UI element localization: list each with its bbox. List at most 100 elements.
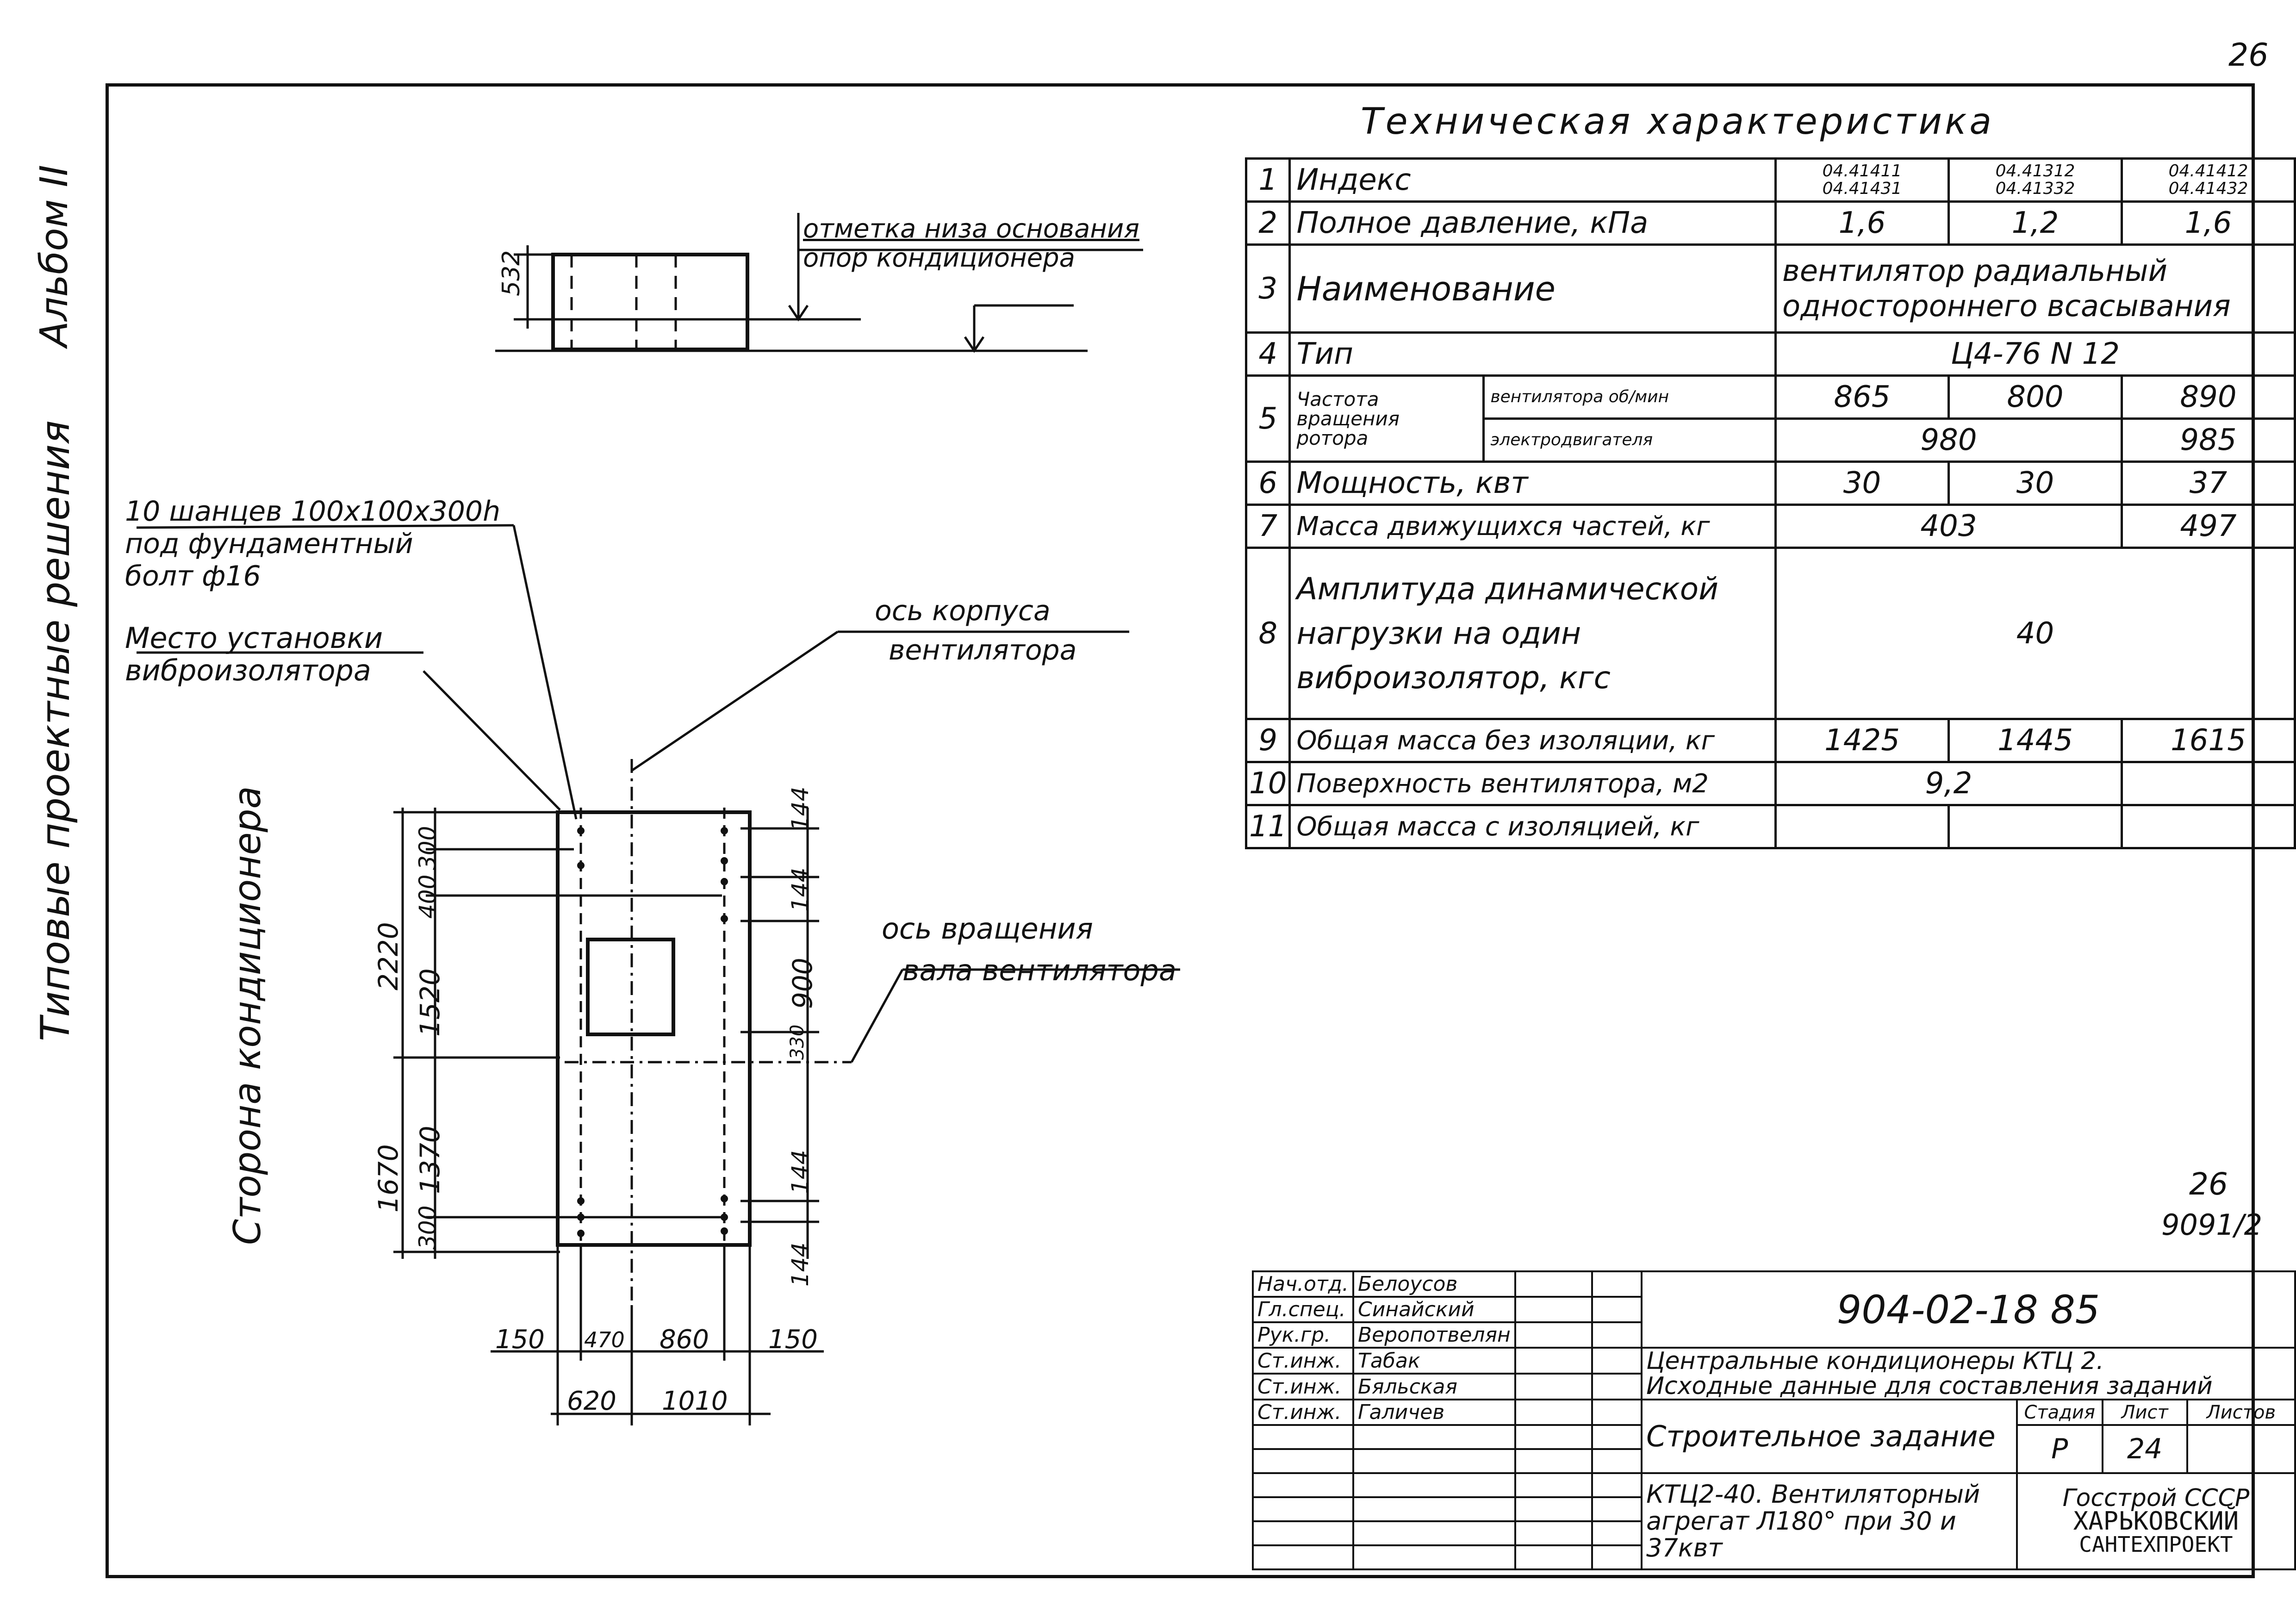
- spec-row-number: 7: [1244, 504, 1291, 549]
- axis-body-2: вентилятора: [889, 634, 1077, 666]
- spec-row-name: Частота вращения ротора: [1288, 374, 1485, 463]
- spec-row: 10 Поверхность вентилятора, м2 9,2: [1244, 761, 2296, 806]
- staff-name: Синайский: [1352, 1296, 1516, 1323]
- note-bolts-1: 10 шанцев 100x100x300h: [125, 495, 501, 528]
- staff-role: Рук.гр.: [1252, 1321, 1354, 1349]
- signature: [1514, 1373, 1593, 1400]
- staff-name: Галичев: [1352, 1399, 1516, 1426]
- drawing-name-2: агрегат Л180° при 30 и 37квт: [1646, 1506, 1956, 1562]
- spec-value: [2121, 761, 2296, 806]
- sheet-mark-1: 26: [2189, 1166, 2228, 1202]
- spec-row-name: Общая масса без изоляции, кг: [1288, 718, 1777, 763]
- spec-value: 04.41411 04.41431: [1774, 157, 1950, 203]
- spec-value: [2121, 804, 2296, 849]
- spec-row: 2 Полное давление, кПа 1,6 1,2 1,6: [1244, 200, 2296, 246]
- spec-value: 30: [1774, 460, 1950, 506]
- corner-sheet-number: 26: [2228, 37, 2269, 74]
- note-isolator-1: Место установки: [125, 621, 383, 655]
- signature: [1514, 1296, 1593, 1323]
- doc-title-2: Исходные данные для составления заданий: [1646, 1372, 2213, 1400]
- staff-role: Ст.инж.: [1252, 1399, 1354, 1426]
- drawing-name-1: КТЦ2-40. Вентиляторный: [1646, 1480, 1980, 1509]
- staff-name: Белоусов: [1352, 1270, 1516, 1298]
- spec-value: 37: [2121, 460, 2296, 506]
- dim-right: 900: [787, 958, 818, 1009]
- spec-value: 985: [2121, 417, 2296, 463]
- spec-value: 1425: [1774, 718, 1950, 763]
- spec-row-number: 1: [1244, 157, 1291, 203]
- spec-row-number: 3: [1244, 243, 1291, 334]
- organization-1: Госстрой СССР: [2062, 1484, 2250, 1512]
- sheet-mark-2: 9091/2: [2161, 1208, 2263, 1242]
- drawing-name: КТЦ2-40. Вентиляторный агрегат Л180° при…: [1641, 1472, 2018, 1570]
- staff-role: Ст.инж.: [1252, 1373, 1354, 1400]
- doc-title-1: Центральные кондиционеры КТЦ 2.: [1646, 1347, 2104, 1375]
- spec-row: 11 Общая масса с изоляцией, кг: [1244, 804, 2296, 849]
- dim-left: 2220: [373, 922, 404, 990]
- spec-value: 980: [1774, 417, 2123, 463]
- note-isolator-2: виброизолятора: [125, 653, 371, 687]
- spec-row: 8 Амплитуда динамической нагрузки на оди…: [1244, 547, 2296, 720]
- dim-left: 1670: [373, 1144, 404, 1213]
- dim-left: 300: [414, 1205, 441, 1250]
- dim-right: 144: [787, 1242, 814, 1287]
- spec-row-name: Мощность, квт: [1288, 460, 1777, 506]
- dim-bottom: 470: [584, 1327, 625, 1352]
- axis-rotation-2: вала вентилятора: [902, 953, 1176, 987]
- note-bolts-3: болт ф16: [125, 560, 261, 592]
- spec-merged-value: вентилятор радиальный одностороннего вса…: [1774, 243, 2296, 334]
- spec-merged-value: 40: [1774, 547, 2296, 720]
- spec-row-name: Полное давление, кПа: [1288, 200, 1777, 246]
- sheet-value: 24: [2101, 1424, 2188, 1474]
- section-name: Строительное задание: [1641, 1399, 2018, 1474]
- spec-value: 30: [1948, 460, 2123, 506]
- dim-left: 300: [414, 826, 441, 870]
- spec-row: 7 Масса движущихся частей, кг 403 497: [1244, 504, 2296, 549]
- staff-name: Бяльская: [1352, 1373, 1516, 1400]
- elevation-block: [551, 253, 749, 351]
- dim-right: 144: [787, 1150, 814, 1194]
- organization-3: САНТЕХПРОЕКТ: [2079, 1532, 2233, 1557]
- spec-row: 1 Индекс 04.41411 04.41431 04.41312 04.4…: [1244, 157, 2296, 203]
- spec-value: 865: [1774, 374, 1950, 420]
- signature: [1514, 1347, 1593, 1375]
- spec-row: 3 Наименование вентилятор радиальный одн…: [1244, 243, 2296, 334]
- dim-left: 400: [414, 874, 441, 919]
- spec-row-name: Тип: [1288, 331, 1777, 377]
- fan-base-plan: [556, 810, 752, 1247]
- dim-bottom: 150: [495, 1325, 545, 1355]
- spec-value: 1,6: [1774, 200, 1950, 246]
- spec-title: Техническая характеристика: [1361, 101, 1994, 143]
- stage-value: Р: [2016, 1424, 2103, 1474]
- spec-row-name: Наименование: [1288, 243, 1777, 334]
- spec-value: 04.41412 04.41432: [2121, 157, 2296, 203]
- stage-header: Стадия: [2016, 1399, 2103, 1426]
- dim-left: 1520: [414, 968, 446, 1037]
- doc-title: Центральные кондиционеры КТЦ 2. Исходные…: [1641, 1347, 2296, 1400]
- spec-value: [1948, 804, 2123, 849]
- spec-row-number: 4: [1244, 331, 1291, 377]
- staff-name: Табак: [1352, 1347, 1516, 1375]
- spec-row-number: 8: [1244, 547, 1291, 720]
- spec-value: 403: [1774, 504, 2123, 549]
- spec-value: 1,6: [2121, 200, 2296, 246]
- signature: [1514, 1270, 1593, 1298]
- spec-row: 9 Общая масса без изоляции, кг 1425 1445…: [1244, 718, 2296, 763]
- dim-bottom: 1010: [662, 1386, 728, 1416]
- spec-value: 1445: [1948, 718, 2123, 763]
- spec-row-number: 9: [1244, 718, 1291, 763]
- spec-value: 9,2: [1774, 761, 2123, 806]
- dim-right: 144: [787, 786, 814, 831]
- staff-role: Гл.спец.: [1252, 1296, 1354, 1323]
- dim-bottom: 620: [567, 1386, 616, 1416]
- spec-value: 1,2: [1948, 200, 2123, 246]
- spec-value: 890: [2121, 374, 2296, 420]
- spec-row: 6 Мощность, квт 30 30 37: [1244, 460, 2296, 506]
- signature: [1514, 1399, 1593, 1426]
- spec-merged-value: Ц4-76 N 12: [1774, 331, 2296, 377]
- spec-row: 5 Частота вращения ротора вентилятора об…: [1244, 374, 2296, 463]
- doc-code: 904-02-18 85: [1641, 1270, 2296, 1349]
- spec-sub-name: вентилятора об/мин: [1482, 374, 1777, 420]
- spec-value: [1774, 804, 1950, 849]
